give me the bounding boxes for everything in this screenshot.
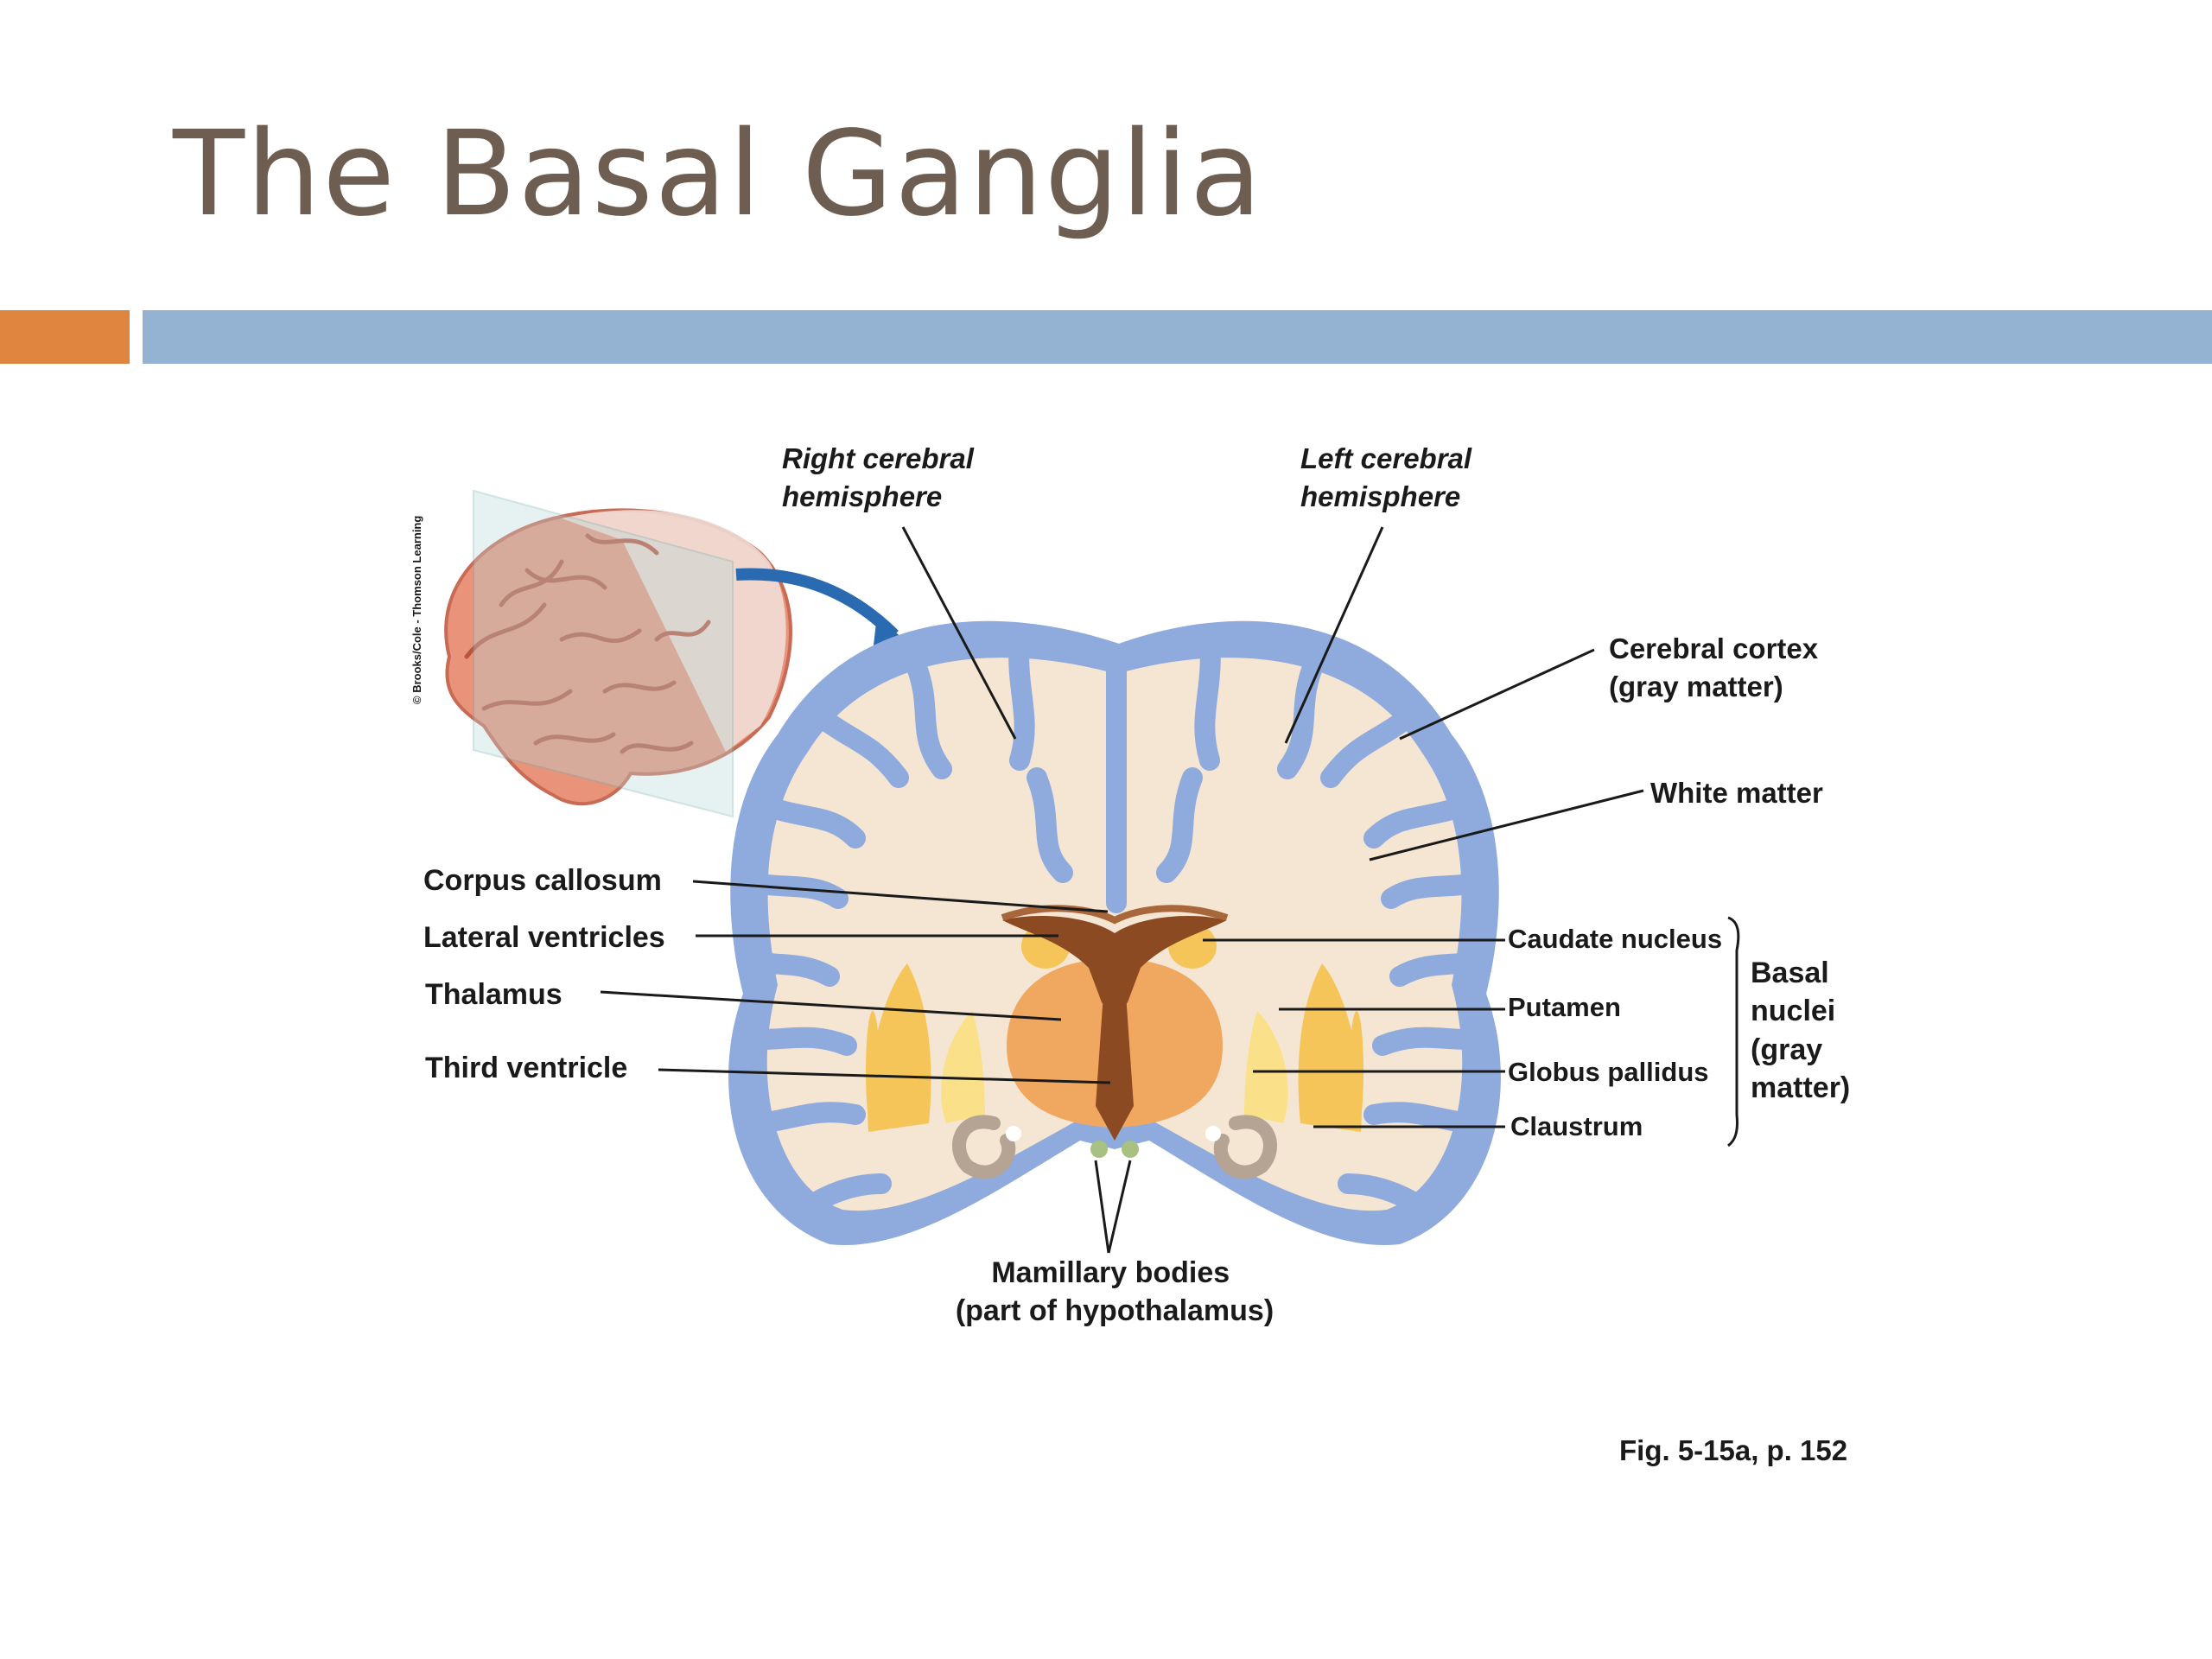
brain-section-region <box>562 510 786 752</box>
mamillary-leader-left <box>1094 1160 1110 1254</box>
basal-nuclei-label: Basal nuclei (gray matter) <box>1751 957 1850 1104</box>
lateral-ventricles <box>1002 916 1227 1020</box>
thalamus-leader <box>600 990 1062 1021</box>
brain-gyri <box>464 533 711 754</box>
left-globus-pallidus <box>941 1011 985 1123</box>
white-matter-label: White matter <box>1650 777 1823 809</box>
right-putamen <box>1298 963 1362 1132</box>
cerebral-cortex-label: Cerebral cortex (gray matter) <box>1609 632 1826 702</box>
left-hippo-spot <box>1006 1126 1021 1141</box>
left-mamillary-body <box>1090 1141 1108 1158</box>
right-mamillary-body <box>1122 1141 1139 1158</box>
slide-title: The Basal Ganglia <box>173 106 1264 243</box>
sulci <box>728 629 1501 1220</box>
left-putamen <box>868 963 931 1132</box>
third-ventricle-leader <box>658 1068 1111 1084</box>
lateral-ventricles-label: Lateral ventricles <box>423 921 665 954</box>
accent-bar <box>0 310 130 364</box>
figure-reference: Fig. 5-15a, p. 152 <box>1619 1434 1848 1466</box>
right-hippo-spot <box>1205 1126 1221 1141</box>
right-hemisphere-label: Right cerebral hemisphere <box>782 442 982 512</box>
mamillary-label: Mamillary bodies (part of hypothalamus) <box>956 1256 1274 1327</box>
brain-inset: © Brooks/Cole - Thomson Learning <box>410 489 918 818</box>
claustrum-label: Claustrum <box>1510 1111 1643 1141</box>
right-hippocampus <box>1213 1115 1277 1179</box>
leader-lines <box>600 526 1740 1254</box>
caudate-nucleus-label: Caudate nucleus <box>1508 924 1722 954</box>
corpus-callosum-leader <box>692 880 1109 913</box>
header-bar <box>143 310 2212 364</box>
corpus-callosum-label: Corpus callosum <box>423 864 662 897</box>
left-hemisphere-label: Left cerebral hemisphere <box>1300 442 1479 512</box>
right-globus-pallidus <box>1244 1011 1288 1123</box>
left-hippocampus <box>952 1115 1016 1179</box>
cerebral-cortex-leader <box>1399 648 1595 741</box>
coronal-section <box>728 620 1501 1245</box>
globus-pallidus-label: Globus pallidus <box>1508 1057 1709 1087</box>
section-plane <box>473 489 734 818</box>
third-ventricle <box>1096 994 1134 1141</box>
third-ventricle-label: Third ventricle <box>425 1052 627 1084</box>
mamillary-leader-right <box>1107 1160 1132 1254</box>
white-matter-leader <box>1369 789 1644 861</box>
putamen-label: Putamen <box>1508 992 1621 1022</box>
corpus-callosum <box>1001 905 1229 925</box>
basal-nuclei-bracket <box>1727 916 1740 1147</box>
left-hemisphere-leader <box>1284 526 1384 744</box>
left-claustrum <box>866 1011 880 1132</box>
credit-text: © Brooks/Cole - Thomson Learning <box>410 516 423 704</box>
right-hemisphere-leader <box>901 526 1017 740</box>
thalamus-label: Thalamus <box>425 978 563 1011</box>
